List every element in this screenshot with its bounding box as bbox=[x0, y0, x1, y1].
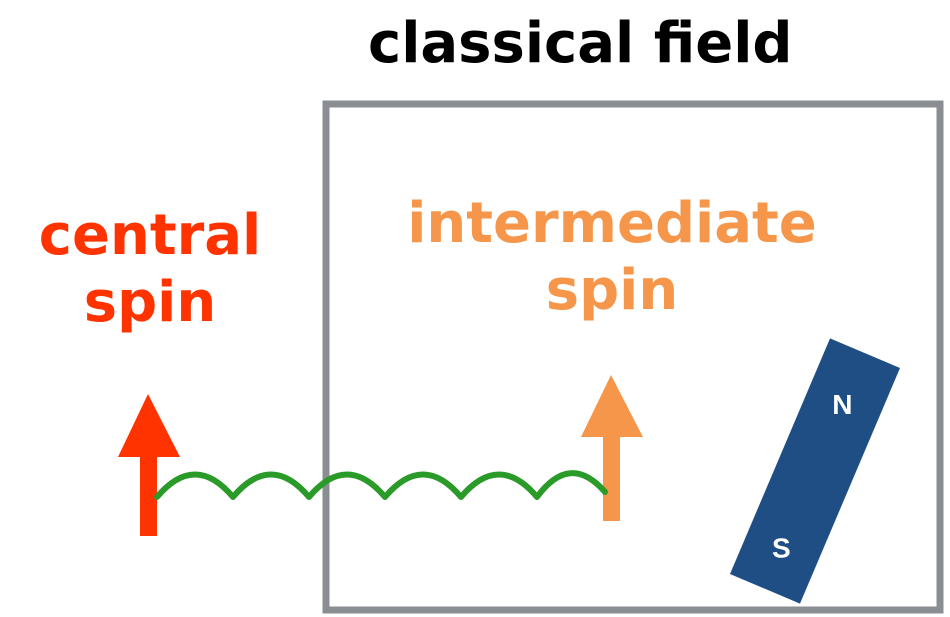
intermediate-spin-arrow-head bbox=[581, 375, 643, 437]
intermediate-spin-arrow-shaft bbox=[603, 432, 620, 521]
intermediate-spin-label-line2: spin bbox=[545, 258, 679, 324]
intermediate-spin-label-line1: intermediate bbox=[407, 191, 817, 256]
intermediate-spin-arrow bbox=[581, 375, 643, 521]
central-spin-label-line2: spin bbox=[83, 270, 217, 336]
central-spin-label-line1: central bbox=[38, 203, 262, 268]
magnet-north-label: N bbox=[832, 389, 852, 420]
bar-magnet-body bbox=[730, 338, 900, 604]
magnet-south-label: S bbox=[772, 533, 791, 564]
central-spin-label: central spin bbox=[10, 202, 290, 336]
bar-magnet: N S bbox=[730, 338, 900, 604]
coupling-wave-line bbox=[154, 470, 608, 500]
central-spin-arrow bbox=[118, 394, 180, 536]
classical-field-title: classical field bbox=[368, 11, 793, 76]
classical-field-box bbox=[322, 100, 944, 614]
central-spin-arrow-shaft bbox=[140, 452, 157, 536]
central-spin-arrow-head bbox=[118, 394, 180, 457]
intermediate-spin-label: intermediate spin bbox=[372, 190, 852, 324]
